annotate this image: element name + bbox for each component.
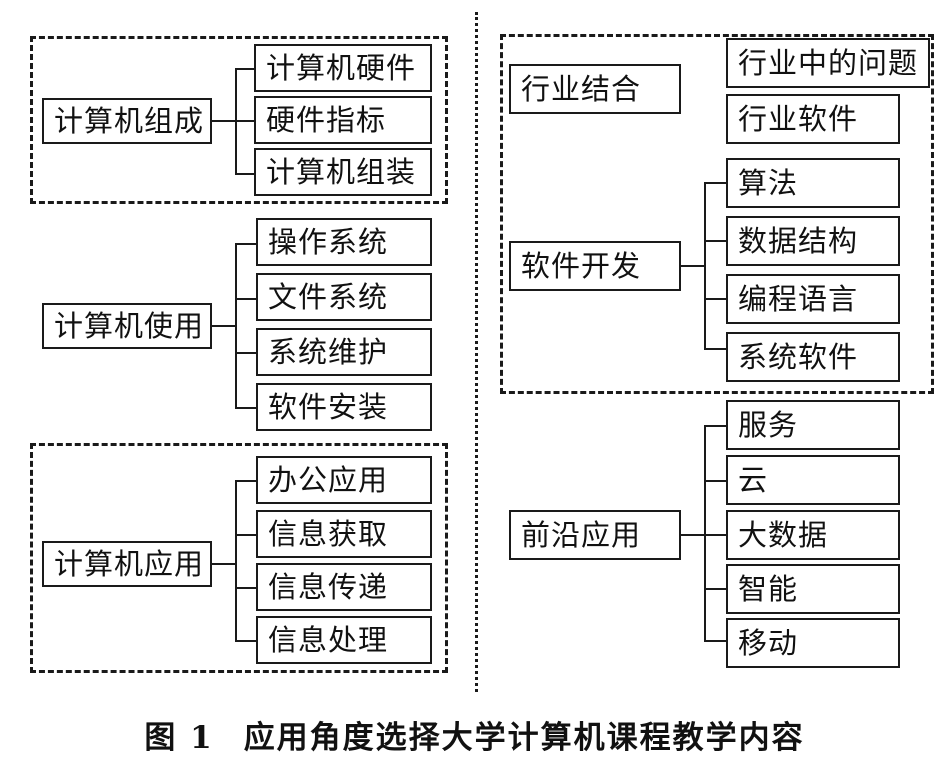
node-industry-problems: 行业中的问题: [726, 38, 930, 88]
node-hardware-specs: 硬件指标: [254, 96, 432, 144]
node-system-software: 系统软件: [726, 332, 900, 382]
connector: [704, 480, 726, 482]
node-industry-integration: 行业结合: [509, 64, 681, 114]
node-cloud: 云: [726, 455, 900, 505]
connector: [235, 243, 257, 245]
connector: [704, 182, 706, 350]
group-frame-industry-software: [500, 34, 934, 394]
connector: [704, 425, 726, 427]
connector: [704, 240, 726, 242]
connector: [704, 534, 726, 536]
group-frame-application: [30, 443, 448, 673]
connector: [704, 640, 726, 642]
node-operating-system: 操作系统: [256, 218, 432, 266]
node-services: 服务: [726, 400, 900, 450]
center-divider: [475, 12, 478, 692]
connector: [235, 243, 237, 409]
connector: [704, 425, 706, 641]
node-system-maintenance: 系统维护: [256, 328, 432, 376]
node-info-transfer: 信息传递: [256, 563, 432, 611]
node-computer-usage: 计算机使用: [42, 303, 212, 349]
connector: [212, 325, 236, 327]
node-computer-application: 计算机应用: [42, 541, 212, 587]
connector: [235, 352, 257, 354]
node-industry-software: 行业软件: [726, 94, 900, 144]
node-intelligence: 智能: [726, 564, 900, 614]
connector: [235, 480, 237, 642]
connector: [212, 120, 236, 122]
connector: [235, 68, 255, 70]
group-frame-composition: [30, 36, 448, 204]
connector: [704, 182, 726, 184]
figure-label: 图 1: [144, 720, 214, 756]
node-software-install: 软件安装: [256, 383, 432, 431]
node-data-structures: 数据结构: [726, 216, 900, 266]
connector: [681, 534, 705, 536]
connector: [212, 563, 236, 565]
figure-title: 应用角度选择大学计算机课程教学内容: [243, 720, 805, 756]
connector: [704, 588, 726, 590]
node-frontier-applications: 前沿应用: [509, 510, 681, 560]
node-algorithms: 算法: [726, 158, 900, 208]
node-assembly: 计算机组装: [254, 148, 432, 196]
connector: [235, 173, 255, 175]
connector: [235, 640, 257, 642]
connector: [235, 534, 257, 536]
node-software-development: 软件开发: [509, 241, 681, 291]
node-info-acquisition: 信息获取: [256, 510, 432, 558]
node-big-data: 大数据: [726, 510, 900, 560]
node-office-apps: 办公应用: [256, 456, 432, 504]
connector: [235, 120, 255, 122]
figure-caption: 图 1 应用角度选择大学计算机课程教学内容: [0, 712, 949, 757]
node-computer-composition: 计算机组成: [42, 98, 212, 144]
connector: [235, 298, 257, 300]
node-info-processing: 信息处理: [256, 616, 432, 664]
node-mobile: 移动: [726, 618, 900, 668]
connector: [704, 298, 726, 300]
connector: [681, 265, 705, 267]
connector: [235, 480, 257, 482]
node-hardware: 计算机硬件: [254, 44, 432, 92]
node-file-system: 文件系统: [256, 273, 432, 321]
connector: [235, 407, 257, 409]
connector: [235, 587, 257, 589]
node-programming-languages: 编程语言: [726, 274, 900, 324]
connector: [704, 348, 726, 350]
